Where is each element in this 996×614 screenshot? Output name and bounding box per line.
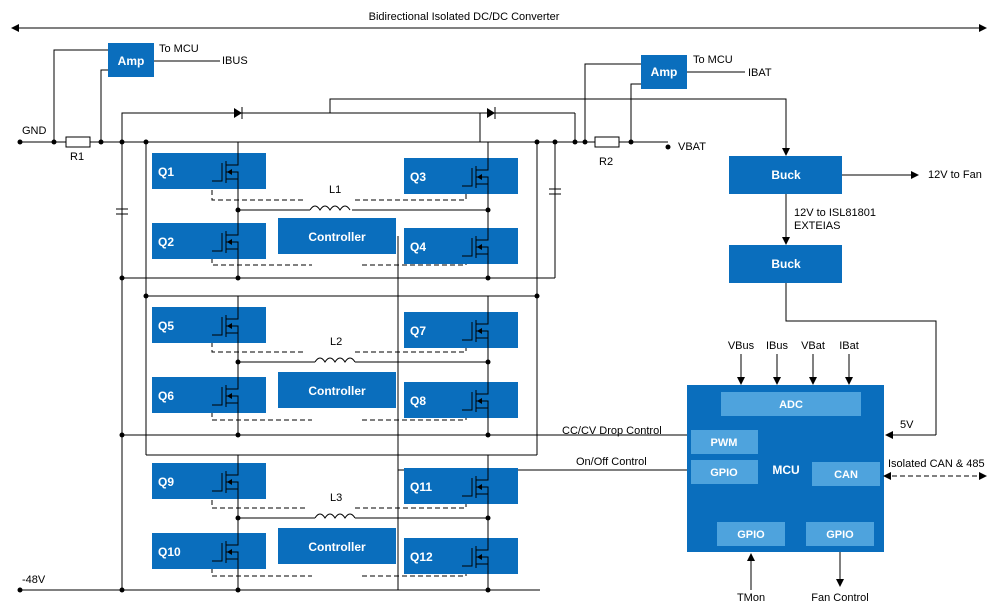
adc-input-vbus: VBus: [728, 340, 755, 352]
on-off-label: On/Off Control: [576, 456, 647, 468]
mcu-adc-label: ADC: [779, 399, 803, 411]
transistor-label-9: Q9: [158, 475, 174, 489]
amp-ibus: [108, 43, 154, 77]
vbat-label: VBAT: [678, 141, 706, 153]
buck-2: [729, 245, 842, 283]
can-bus-label: Isolated CAN & 485: [888, 458, 985, 470]
mosfet-symbol-3: [462, 150, 489, 204]
mosfet-symbol-12: [462, 530, 489, 584]
diode-1: [234, 108, 242, 118]
neg48-label: -48V: [22, 574, 46, 586]
mcu-gpio-bottom-right: [806, 522, 874, 546]
mcu-gpio-bottom-left: [717, 522, 785, 546]
mcu-gpio-left-label: GPIO: [710, 467, 738, 479]
r1-resistor: [65, 136, 91, 148]
controller-3: [278, 528, 396, 564]
mcu-gpio-bottom-right-label: GPIO: [826, 529, 854, 541]
mcu-adc: [721, 392, 861, 416]
transistor-block-8: [404, 382, 518, 418]
inductor-l1: [309, 205, 351, 211]
transistor-label-12: Q12: [410, 550, 433, 564]
transistor-block-2: [152, 223, 266, 259]
mcu-can: [812, 462, 880, 486]
mosfet-symbol-5: [212, 299, 239, 353]
mosfet-symbol-8: [462, 374, 489, 428]
buck-note-line-2: EXTEIAS: [794, 220, 840, 232]
transistor-block-12: [404, 538, 518, 574]
fan-control-label: Fan Control: [811, 592, 868, 604]
inductor-l3: [314, 513, 356, 519]
transistor-block-10: [152, 533, 266, 569]
controller-1-label: Controller: [308, 230, 366, 244]
mosfet-symbol-1: [212, 145, 239, 199]
gnd-label: GND: [22, 125, 47, 137]
ibat-label: IBAT: [748, 67, 772, 79]
ibus-label: IBUS: [222, 55, 248, 67]
buck-1: [729, 156, 842, 194]
mosfet-symbol-6: [212, 369, 239, 423]
transistor-label-1: Q1: [158, 165, 174, 179]
l1-label: L1: [329, 184, 341, 196]
amp-ibat: [641, 55, 687, 89]
mcu-pwm-label: PWM: [711, 437, 738, 449]
transistor-label-2: Q2: [158, 235, 174, 249]
mcu-gpio-left: [691, 460, 758, 484]
neg48-terminal: [17, 587, 23, 593]
5v-label: 5V: [900, 419, 914, 431]
vbat-terminal: [665, 144, 671, 150]
adc-input-ibat: IBat: [839, 340, 859, 352]
tmon-label: TMon: [737, 592, 765, 604]
transistor-block-6: [152, 377, 266, 413]
mcu-can-label: CAN: [834, 469, 858, 481]
controller-2-label: Controller: [308, 384, 366, 398]
to-mcu-label-1: To MCU: [159, 43, 199, 55]
transistor-label-8: Q8: [410, 394, 426, 408]
adc-input-vbat: VBat: [801, 340, 825, 352]
mcu-pwm: [691, 430, 758, 454]
r2-label: R2: [599, 156, 613, 168]
transistor-label-11: Q11: [410, 480, 432, 494]
transistor-block-9: [152, 463, 266, 499]
diagram-title: Bidirectional Isolated DC/DC Converter: [369, 11, 560, 23]
mosfet-symbol-2: [212, 215, 239, 269]
r1-label: R1: [70, 151, 84, 163]
amp-ibus-label: Amp: [118, 54, 145, 68]
l2-label: L2: [330, 336, 342, 348]
buck-2-label: Buck: [771, 257, 801, 271]
controller-2: [278, 372, 396, 408]
mosfet-symbol-9: [212, 455, 239, 509]
mosfet-symbol-11: [462, 460, 489, 514]
transistor-block-7: [404, 312, 518, 348]
transistor-block-11: [404, 468, 518, 504]
transistor-label-10: Q10: [158, 545, 181, 559]
transistor-label-5: Q5: [158, 319, 174, 333]
buck-1-label: Buck: [771, 168, 801, 182]
buck-note-line-1: 12V to ISL81801: [794, 207, 876, 219]
mcu-gpio-bottom-left-label: GPIO: [737, 529, 765, 541]
transistor-label-4: Q4: [410, 240, 426, 254]
transistor-label-7: Q7: [410, 324, 426, 338]
controller-3-label: Controller: [308, 540, 366, 554]
controller-1: [278, 218, 396, 254]
to-mcu-label-2: To MCU: [693, 54, 733, 66]
cc-cv-label: CC/CV Drop Control: [562, 425, 662, 437]
transistor-block-4: [404, 228, 518, 264]
mcu-label: MCU: [772, 463, 799, 477]
l3-label: L3: [330, 492, 342, 504]
transistor-label-3: Q3: [410, 170, 426, 184]
mosfet-symbol-4: [462, 220, 489, 274]
transistor-block-5: [152, 307, 266, 343]
r2-resistor: [594, 136, 620, 148]
amp-ibat-label: Amp: [651, 65, 678, 79]
inductor-l2: [314, 357, 356, 363]
fan-output-label: 12V to Fan: [928, 169, 982, 181]
mosfet-symbol-10: [212, 525, 239, 579]
adc-input-ibus: IBus: [766, 340, 789, 352]
transistor-block-3: [404, 158, 518, 194]
mosfet-symbol-7: [462, 304, 489, 358]
transistor-label-6: Q6: [158, 389, 174, 403]
transistor-block-1: [152, 153, 266, 189]
